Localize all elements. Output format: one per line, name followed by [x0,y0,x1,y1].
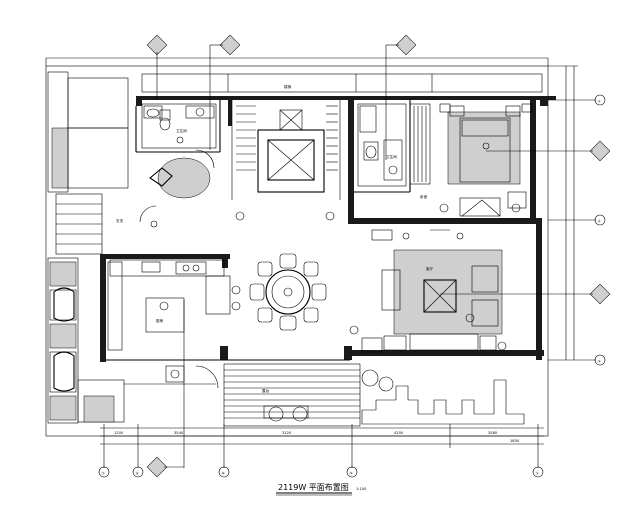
left-neighbour-block [47,71,129,424]
bath2-label: 卫生间 [386,154,397,159]
elevation-symbols [146,34,611,478]
dim-4: 4200 [394,431,404,435]
entry-label: 玄关 [116,218,124,223]
dimension-lines: 1200 3540 3120 4200 3580 1850 [100,424,544,468]
drawing-title-block: 2119W 平面布置图 1:100 [276,482,367,496]
dim-3: 3120 [282,431,292,435]
drawing-title: 2119W 平面布置图 [278,482,349,492]
elev-symbol-6 [146,456,184,478]
dim-6: 1850 [510,439,520,443]
axis-right-1: ① [598,100,601,104]
lounge-label: 客厅 [426,266,434,271]
entry-lounge: 玄关 [116,149,215,228]
exterior-walls [100,96,556,362]
bottom-left-block [77,379,125,423]
bathroom-label: 卫生间 [176,128,187,133]
axis-right-3: ③ [598,360,601,364]
stair-label: 楼梯 [284,84,292,89]
living-room: 客厅 [361,229,507,353]
bedroom-label: 卧室 [420,194,428,199]
elev-symbol-3 [385,34,417,160]
dim-5: 3580 [488,431,498,435]
elev-symbol-2 [209,34,241,150]
bottom-axis-bubbles: ⑦ ④ ⑧ ⑤ ① [98,466,544,478]
axis-bottom-2: ④ [136,472,139,476]
stairwell: 楼梯 [235,84,338,221]
bedroom: 卧室 [420,103,533,217]
dim-1: 1200 [114,431,124,435]
terrace: 露台 [124,363,394,427]
bathroom-left: 卫生间 [141,103,217,149]
drawing-scale: 1:100 [356,487,367,491]
bathroom-right: 卫生间 [357,103,431,187]
dim-2: 3540 [174,431,184,435]
axis-bottom-4: ⑤ [350,472,354,476]
axis-right-2: ② [598,220,601,224]
top-corridor [141,73,543,93]
kitchen: 厨房 [107,259,241,468]
right-axis-bubbles: ① ② ③ [594,94,606,366]
right-dimension-lines [548,66,596,361]
dining-table [249,253,359,335]
terrace-label: 露台 [262,388,270,393]
axis-bottom-3: ⑧ [222,472,226,476]
axis-bottom-5: ① [536,472,539,476]
elev-symbol-5 [440,283,611,305]
axis-bottom-1: ⑦ [102,472,105,476]
elev-symbol-4 [486,140,611,162]
garden-steps [361,379,525,425]
kitchen-label: 厨房 [156,318,164,323]
elev-symbol-1 [146,34,168,100]
